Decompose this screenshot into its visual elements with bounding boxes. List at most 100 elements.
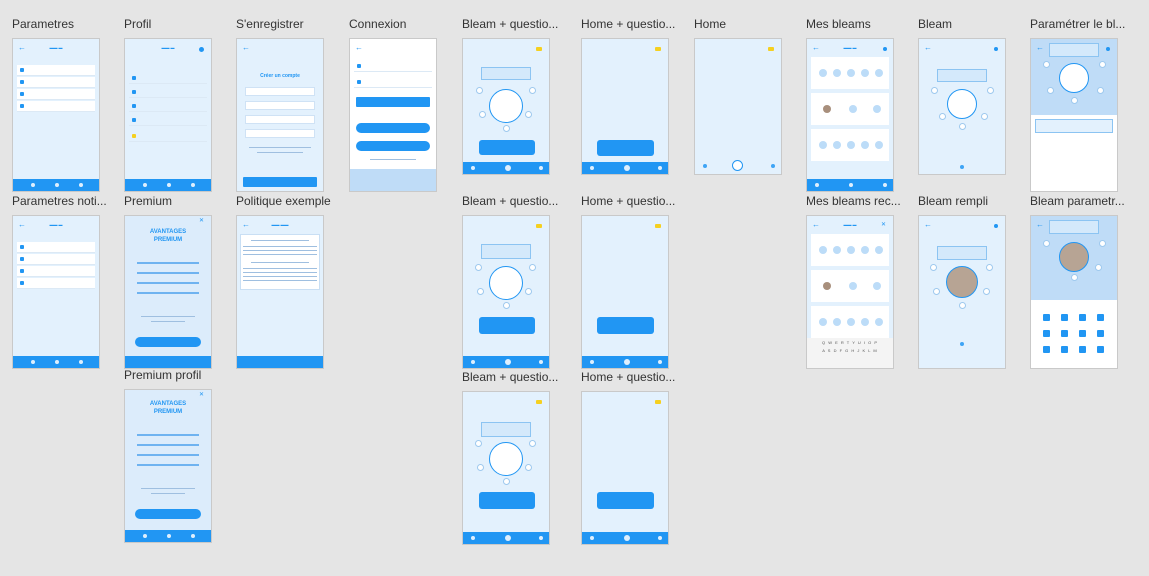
bleam-item[interactable]	[833, 318, 841, 326]
phone-icon[interactable]	[986, 264, 993, 271]
phone-icon[interactable]	[1043, 314, 1050, 321]
bleam-item[interactable]	[819, 69, 827, 77]
facebook-icon[interactable]	[959, 302, 966, 309]
artboard-mes-bleams[interactable]: Mes bleams ←▬▬ ▬	[806, 17, 894, 192]
folder-icon[interactable]	[1097, 346, 1104, 353]
artboard-bleam-question[interactable]: Bleam + questio...	[462, 370, 558, 545]
bleam-name-box[interactable]	[1049, 220, 1099, 234]
question-bubble[interactable]	[597, 140, 654, 156]
slot-icon[interactable]	[1043, 61, 1050, 68]
phone-icon[interactable]	[529, 440, 536, 447]
message-icon[interactable]	[1043, 330, 1050, 337]
bleam-item[interactable]	[861, 69, 869, 77]
google-login-button[interactable]	[356, 141, 430, 151]
bleam-circle[interactable]	[489, 442, 523, 476]
login-button[interactable]	[356, 97, 430, 107]
bleam-item[interactable]	[861, 318, 869, 326]
slot-icon[interactable]	[981, 113, 988, 120]
document-icon[interactable]	[479, 111, 486, 118]
premium-subscribe-button[interactable]	[135, 337, 201, 347]
bleam-item[interactable]	[847, 141, 855, 149]
question-bubble[interactable]	[597, 492, 654, 509]
question-bubble[interactable]	[479, 492, 535, 509]
play-icon[interactable]	[983, 288, 990, 295]
question-bubble[interactable]	[479, 317, 535, 334]
facebook-icon[interactable]	[1071, 274, 1078, 281]
play-icon[interactable]	[525, 464, 532, 471]
phone-icon[interactable]	[529, 87, 536, 94]
bleam-name-box[interactable]	[481, 422, 531, 437]
slot-icon[interactable]	[959, 123, 966, 130]
artboard-connexion[interactable]: Connexion ←	[349, 17, 437, 192]
artboard-register[interactable]: S'enregistrer ← Créer un compte	[236, 17, 324, 192]
search-icon[interactable]	[883, 47, 887, 51]
gallery-icon[interactable]	[1079, 330, 1086, 337]
document-icon[interactable]	[1061, 346, 1068, 353]
close-icon[interactable]: ✕	[198, 392, 204, 398]
document-icon[interactable]	[933, 288, 940, 295]
bleam-item[interactable]	[819, 141, 827, 149]
play-icon[interactable]	[1097, 330, 1104, 337]
bleam-name-box[interactable]	[481, 244, 531, 259]
pdf-icon[interactable]	[1061, 330, 1068, 337]
facebook-icon[interactable]	[503, 302, 510, 309]
artboard-bleam[interactable]: Bleam ←	[918, 17, 1006, 175]
bleam-name-box[interactable]	[481, 67, 531, 80]
bleam-item[interactable]	[849, 105, 857, 113]
gear-icon[interactable]	[1106, 47, 1110, 51]
bleam-item[interactable]	[847, 318, 855, 326]
facebook-login-button[interactable]	[356, 123, 430, 133]
artboard-parametres[interactable]: Parametres ←▬▬ ▬	[12, 17, 100, 192]
bleam-item[interactable]	[875, 69, 883, 77]
bleam-photo[interactable]	[946, 266, 978, 298]
slot-icon[interactable]	[1047, 87, 1054, 94]
home-button[interactable]	[732, 160, 743, 171]
artboard-politique[interactable]: Politique exemple ←▬▬ ▬▬	[236, 194, 331, 369]
artboard-premium[interactable]: Premium ✕ AVANTAGES PREMIUM	[124, 194, 212, 369]
keyboard[interactable]: Q W E R T Y U I O P A S D F G H J K L M	[807, 338, 893, 368]
close-icon[interactable]: ✕	[198, 218, 204, 224]
artboard-mes-bleams-recherche[interactable]: Mes bleams rec... ←▬▬ ▬✕ Q W E R T Y U I…	[806, 194, 901, 369]
register-link[interactable]	[370, 159, 416, 160]
bleam-item[interactable]	[823, 282, 831, 290]
bleam-item[interactable]	[873, 282, 881, 290]
slot-icon[interactable]	[939, 113, 946, 120]
register-button[interactable]	[243, 177, 317, 187]
artboard-home-question[interactable]: Home + questio...	[581, 194, 675, 369]
artboard-parametrer-bleam[interactable]: Paramétrer le bl... ←	[1030, 17, 1125, 192]
slot-icon[interactable]	[987, 87, 994, 94]
artboard-bleam-question[interactable]: Bleam + questio...	[462, 17, 558, 175]
play-icon[interactable]	[1095, 264, 1102, 271]
link-icon[interactable]	[1043, 346, 1050, 353]
question-bubble[interactable]	[479, 140, 535, 155]
bleam-item[interactable]	[847, 69, 855, 77]
bleam-name-box[interactable]	[937, 69, 987, 82]
phone-icon[interactable]	[529, 264, 536, 271]
email-field[interactable]	[245, 101, 315, 110]
gear-icon[interactable]	[994, 47, 998, 51]
artboard-bleam-parametres[interactable]: Bleam parametr... ←	[1030, 194, 1125, 369]
document-icon[interactable]	[477, 464, 484, 471]
document-icon[interactable]	[477, 288, 484, 295]
artboard-bleam-rempli[interactable]: Bleam rempli ←	[918, 194, 1006, 369]
info-panel[interactable]	[1035, 119, 1113, 133]
play-icon[interactable]	[525, 111, 532, 118]
document-icon[interactable]	[1079, 314, 1086, 321]
slot-icon[interactable]	[1097, 87, 1104, 94]
artboard-home-question[interactable]: Home + questio...	[581, 17, 675, 175]
search-input[interactable]: ▬▬ ▬	[843, 222, 857, 227]
bleam-item[interactable]	[833, 141, 841, 149]
artboard-bleam-question[interactable]: Bleam + questio...	[462, 194, 558, 369]
facebook-icon[interactable]	[503, 478, 510, 485]
link-icon[interactable]	[476, 87, 483, 94]
confirm-password-field[interactable]	[245, 129, 315, 138]
bleam-item[interactable]	[847, 246, 855, 254]
bleam-item[interactable]	[875, 318, 883, 326]
bleam-circle[interactable]	[489, 266, 523, 300]
image-icon[interactable]	[1061, 314, 1068, 321]
bleam-item[interactable]	[875, 246, 883, 254]
copy-icon[interactable]	[1079, 346, 1086, 353]
premium-subscribe-button[interactable]	[135, 509, 201, 519]
bleam-item[interactable]	[861, 141, 869, 149]
slot-icon[interactable]	[931, 87, 938, 94]
